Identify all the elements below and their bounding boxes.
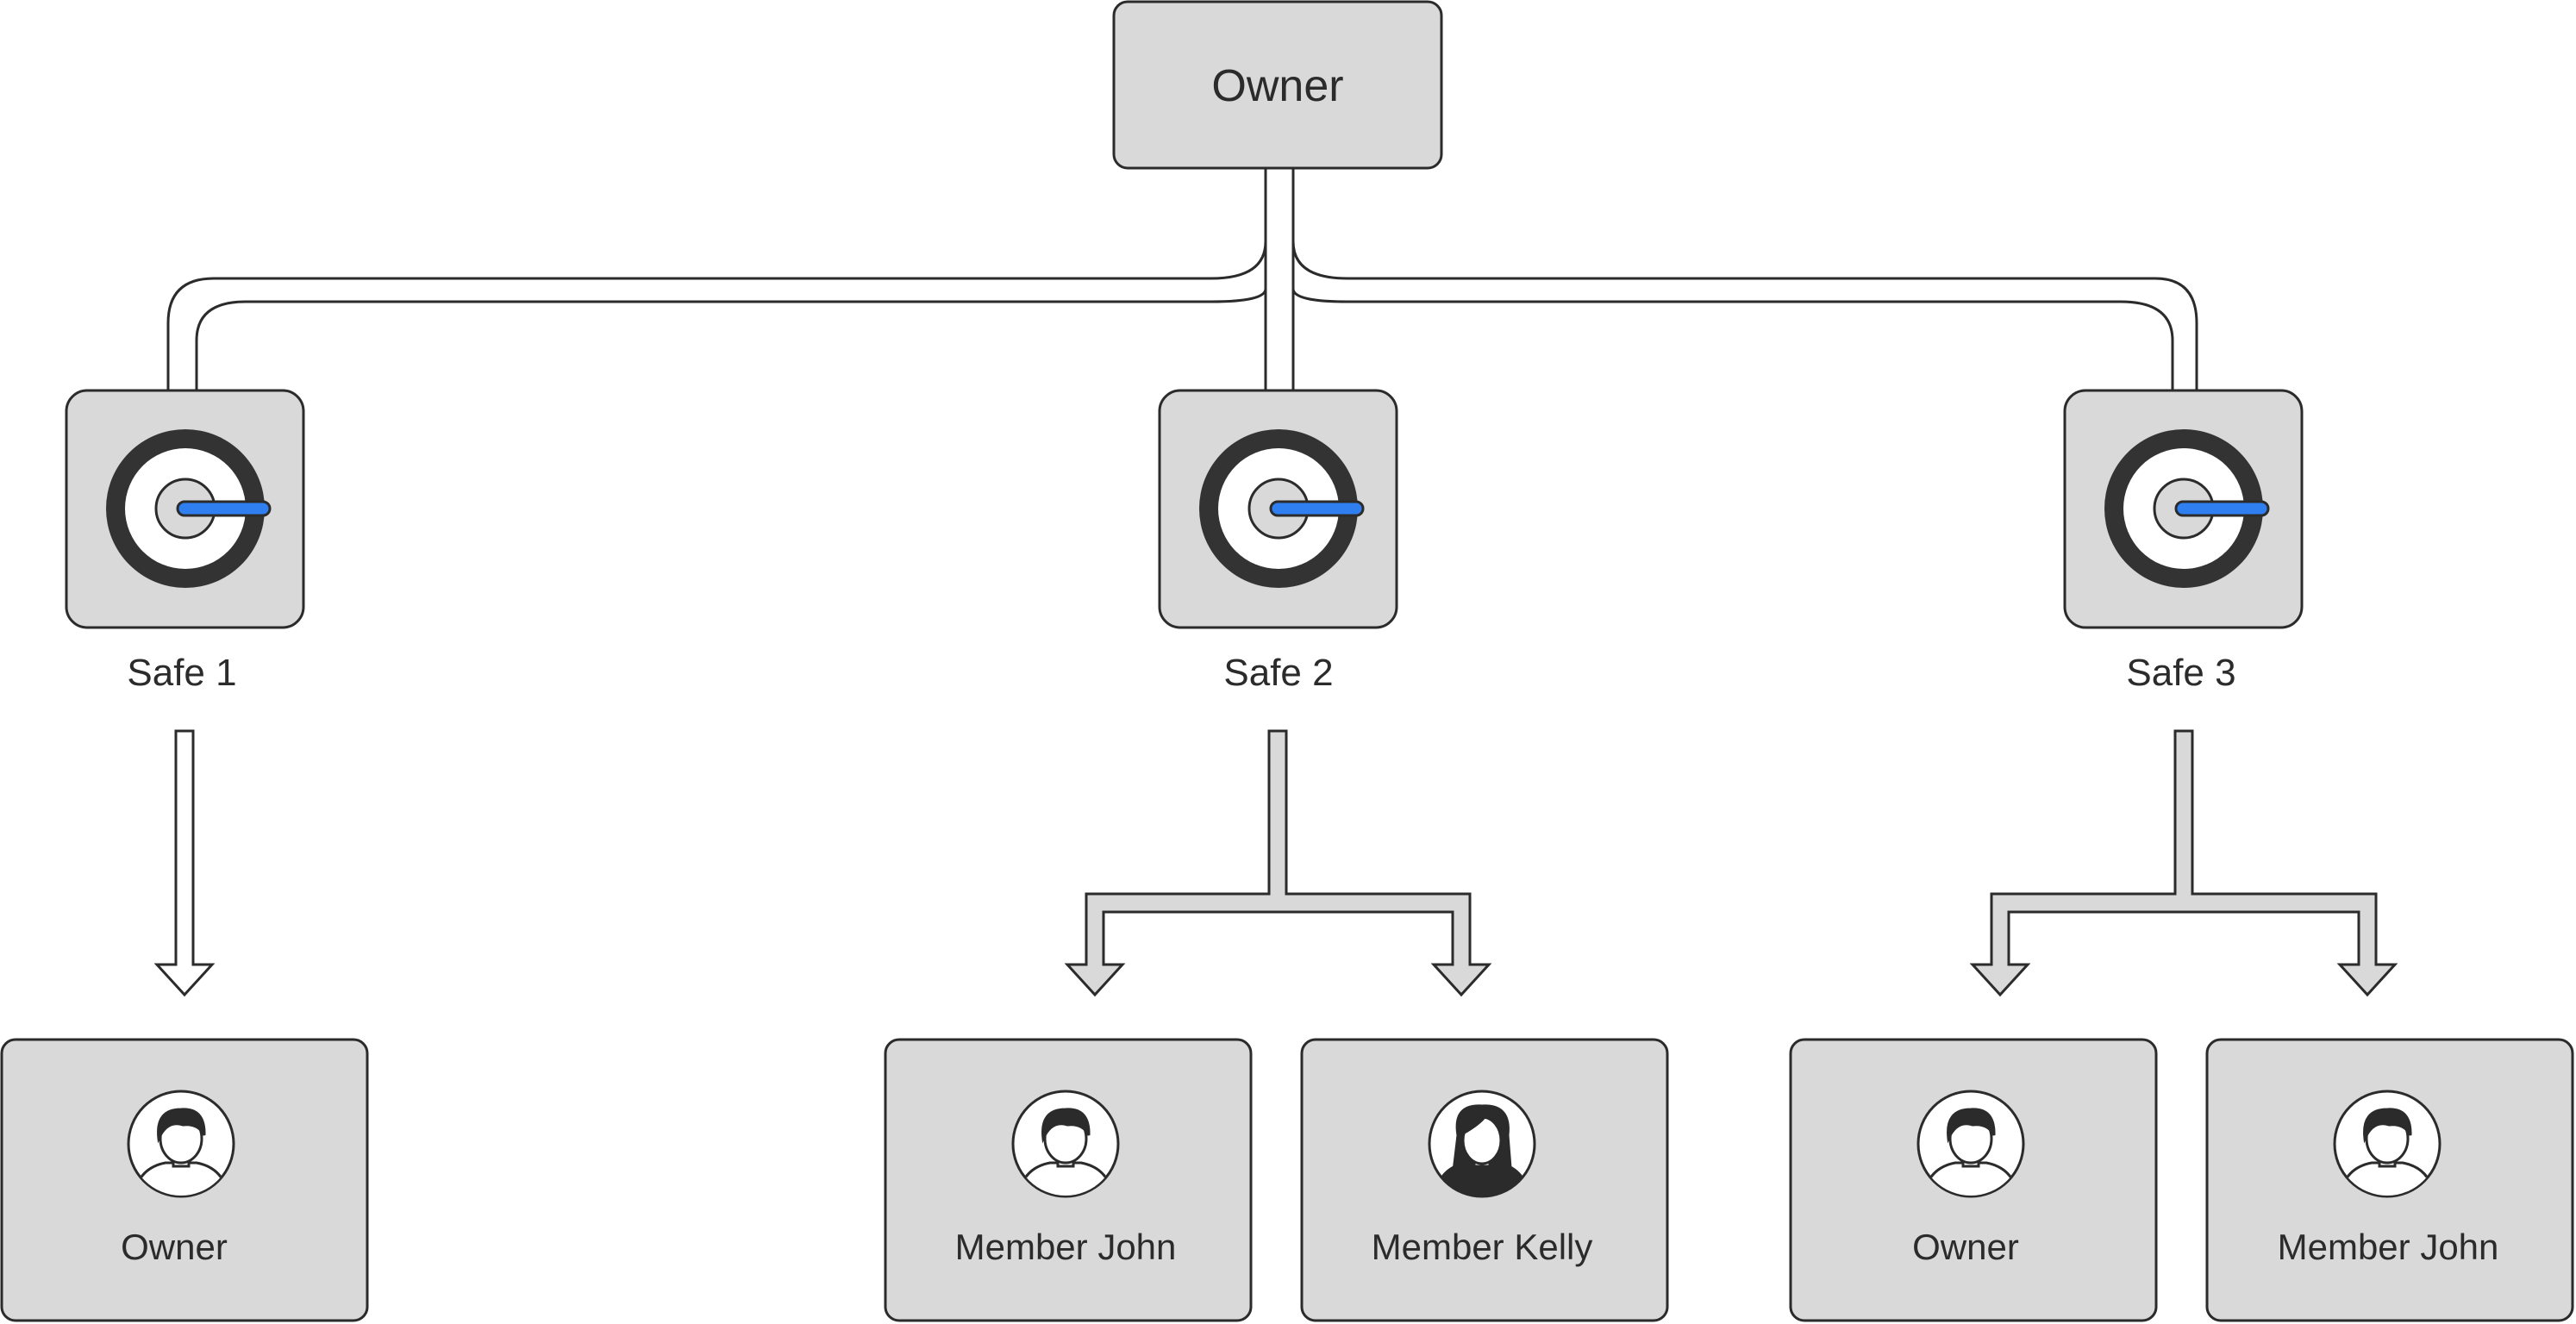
member-label: Owner bbox=[121, 1227, 228, 1267]
safe-3-label: Safe 3 bbox=[2126, 652, 2235, 694]
member-card[interactable]: Member John bbox=[884, 1038, 1253, 1322]
connector-safe-1-inner bbox=[195, 288, 1267, 390]
safe-dial-icon bbox=[2104, 429, 2270, 588]
man-avatar-icon bbox=[1011, 1090, 1120, 1198]
member-card[interactable]: Owner bbox=[1789, 1038, 2158, 1322]
member-card[interactable]: Member Kelly bbox=[1300, 1038, 1669, 1322]
root-owner-label: Owner bbox=[1211, 61, 1343, 111]
safe-3-node[interactable] bbox=[2063, 389, 2304, 629]
safe-dial-icon bbox=[1199, 429, 1365, 588]
man-avatar-icon bbox=[127, 1090, 235, 1198]
member-label: Member John bbox=[2278, 1227, 2499, 1267]
member-label: Owner bbox=[1912, 1227, 2019, 1267]
safe-dial-icon bbox=[106, 429, 272, 588]
woman-avatar-icon bbox=[1428, 1090, 1536, 1198]
member-label: Member Kelly bbox=[1372, 1227, 1593, 1267]
safe-1-label: Safe 1 bbox=[127, 652, 236, 694]
safe-1-node[interactable] bbox=[65, 389, 305, 629]
connector-safe-3-inner bbox=[1291, 288, 2174, 390]
member-card[interactable]: Member John bbox=[2205, 1038, 2574, 1322]
connector-safe-1-outer bbox=[166, 240, 1267, 390]
root-owner-node[interactable]: Owner bbox=[1112, 0, 1443, 170]
connector-safe-3-outer bbox=[1291, 240, 2198, 390]
owner-to-safes-connectors bbox=[166, 168, 2198, 390]
arrow-safe-2-to-members bbox=[1064, 729, 1492, 997]
man-avatar-icon bbox=[1916, 1090, 2025, 1198]
member-label: Member John bbox=[955, 1227, 1177, 1267]
arrow-safe-1-to-owner bbox=[153, 729, 216, 997]
member-card[interactable]: Owner bbox=[0, 1038, 369, 1322]
arrow-safe-3-to-members bbox=[1969, 729, 2398, 997]
man-avatar-icon bbox=[2333, 1090, 2442, 1198]
safe-2-node[interactable] bbox=[1158, 389, 1398, 629]
safe-2-label: Safe 2 bbox=[1223, 652, 1333, 694]
